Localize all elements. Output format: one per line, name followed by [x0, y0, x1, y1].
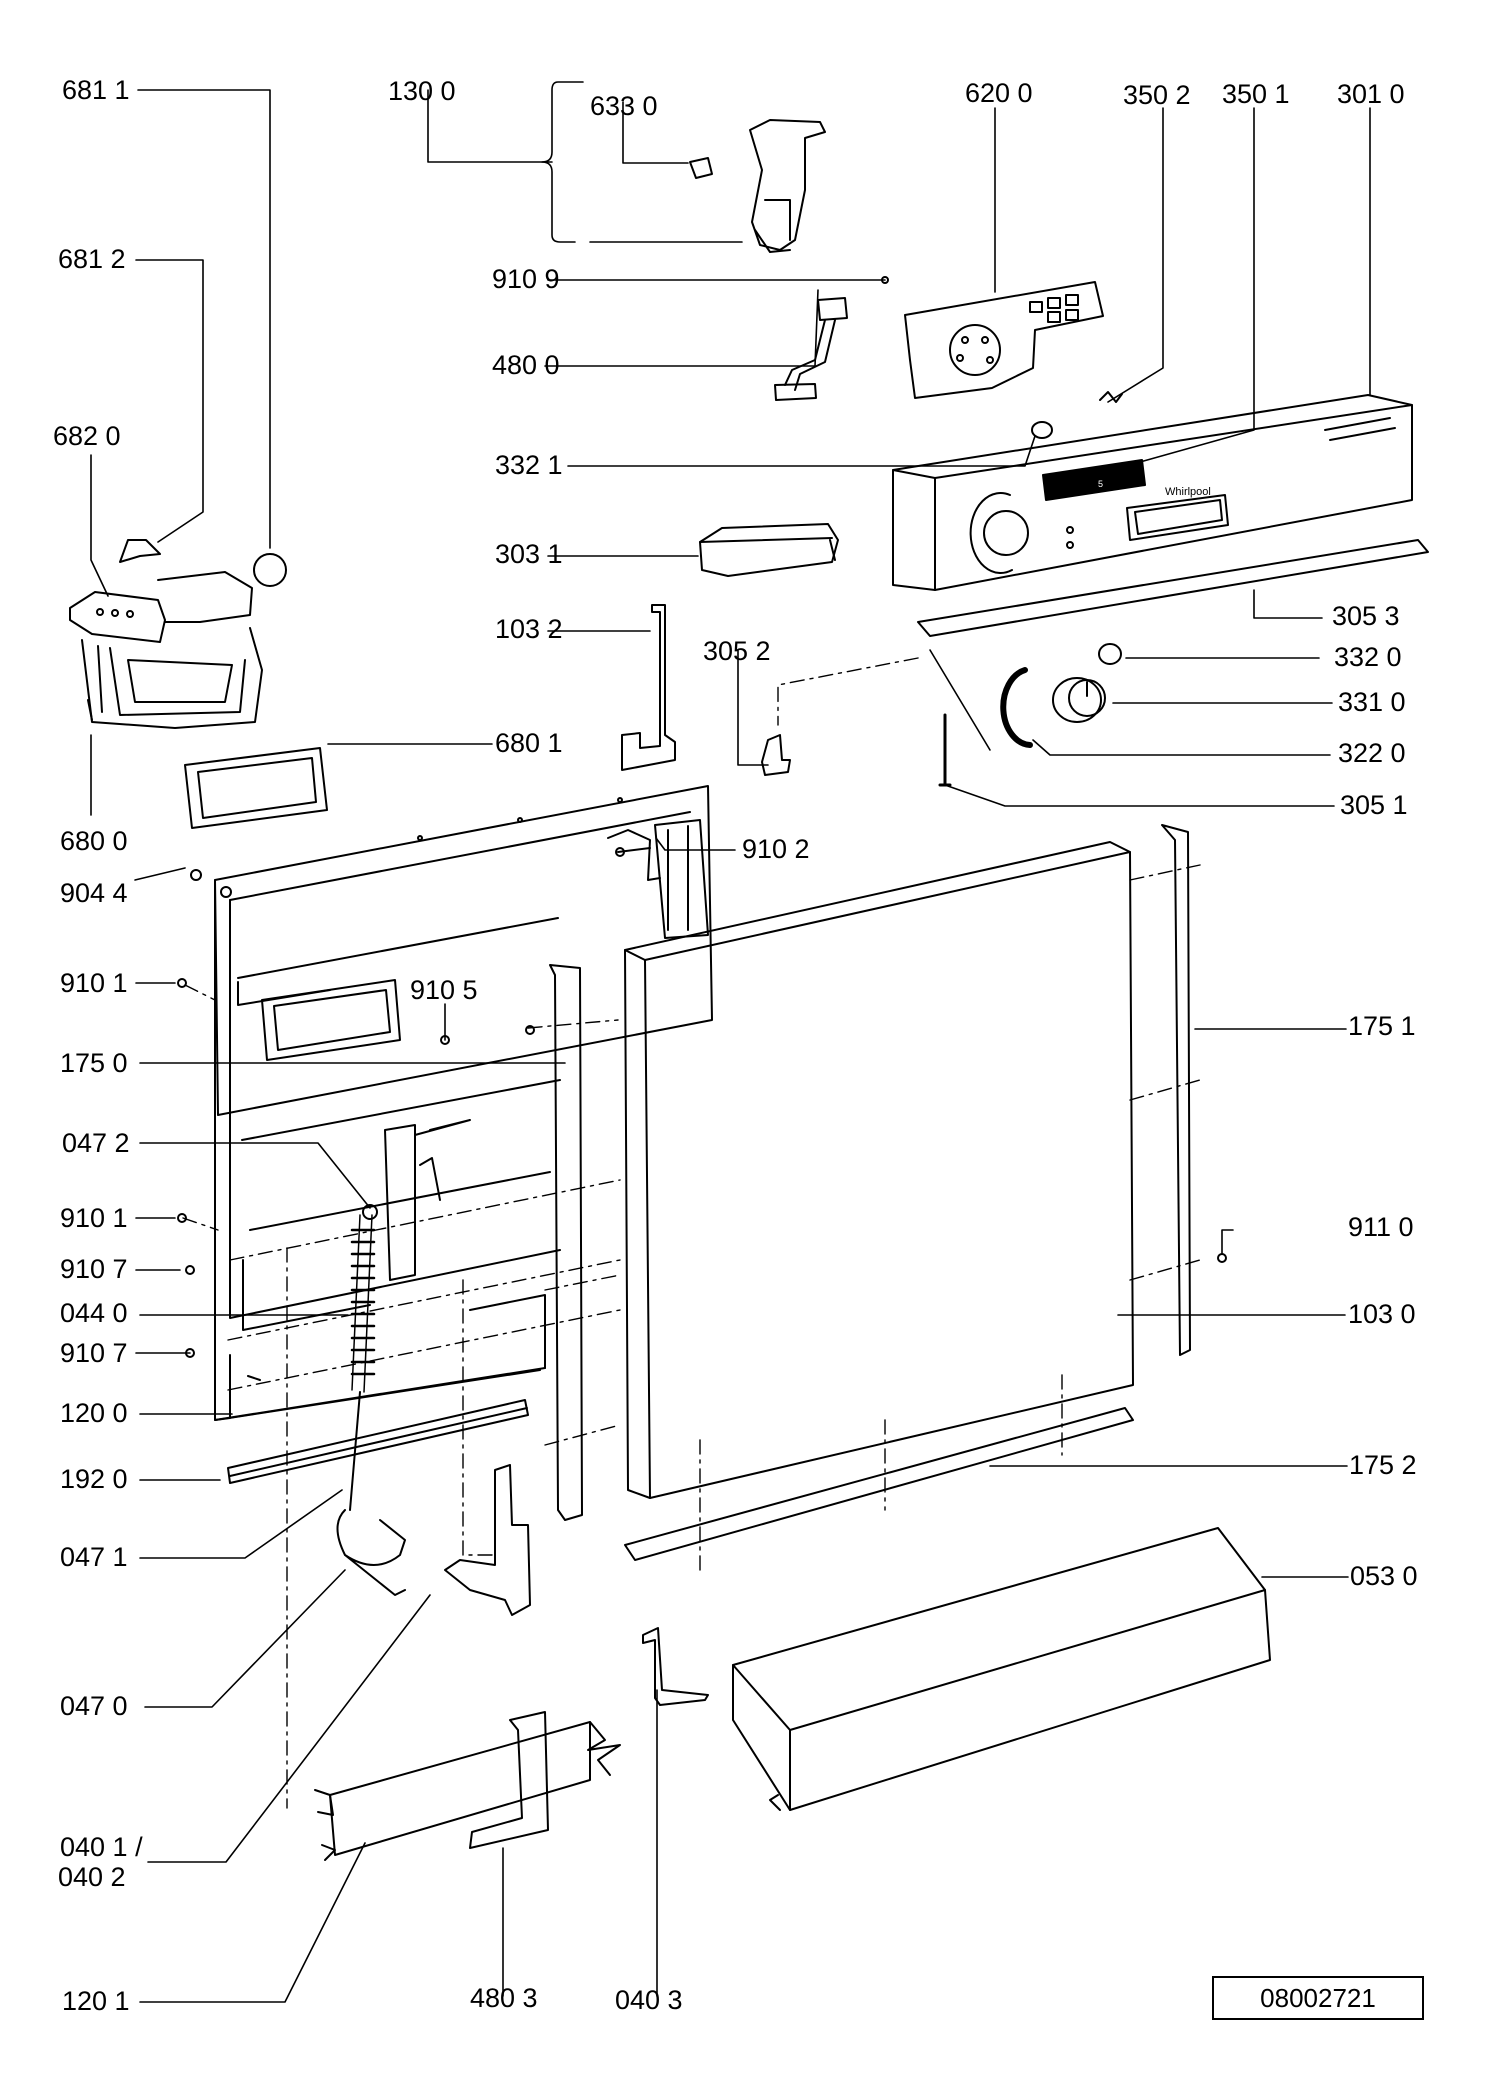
part-label: 322 0 [1338, 738, 1406, 768]
screw-904-4 [190, 869, 202, 881]
part-label: 633 0 [590, 91, 658, 121]
part-label: 130 0 [388, 76, 456, 106]
part-label: 047 2 [62, 1128, 130, 1158]
part-label: 175 2 [1349, 1450, 1417, 1480]
part-label: 103 0 [1348, 1299, 1416, 1329]
part-label: 681 1 [62, 75, 130, 105]
side-strip-175-0 [549, 964, 583, 1521]
part-label: 350 2 [1123, 80, 1191, 110]
part-label: 910 7 [60, 1338, 128, 1368]
part-label: 332 0 [1334, 642, 1402, 672]
button-332-1 [1031, 421, 1053, 439]
part-label: 301 0 [1337, 79, 1405, 109]
outer-door-103-0 [624, 841, 1134, 1499]
wire-harness-480-0 [774, 276, 889, 401]
part-label: 120 0 [60, 1398, 128, 1428]
side-strip-175-1 [1161, 824, 1191, 1356]
screw-910-5 [440, 1035, 450, 1045]
part-label: 331 0 [1338, 687, 1406, 717]
dispenser-gasket-in-door [261, 979, 401, 1061]
part-label: 681 2 [58, 244, 126, 274]
screw-910-7a [185, 1265, 195, 1275]
switch-assembly-130-0 [689, 119, 826, 253]
part-label: 910 7 [60, 1254, 128, 1284]
part-label: 303 1 [495, 539, 563, 569]
spring-clip-350-2 [1099, 391, 1123, 403]
gasket-680-1 [184, 747, 328, 829]
part-label: 910 9 [492, 264, 560, 294]
part-label: 332 1 [495, 450, 563, 480]
part-label: 175 0 [60, 1048, 128, 1078]
bottom-strip-175-2 [624, 1407, 1134, 1561]
circuit-board-620-0 [904, 281, 1104, 399]
part-label: 053 0 [1350, 1561, 1418, 1591]
screw-910-7b [185, 1348, 195, 1358]
part-label: 175 1 [1348, 1011, 1416, 1041]
screw-910-1a [177, 978, 187, 988]
foot-480-3 [469, 1711, 549, 1849]
knob-insert-332-0 [1098, 643, 1122, 665]
bracket-910-2 [607, 829, 661, 881]
part-label: 620 0 [965, 78, 1033, 108]
trim-strip-305-3 [917, 539, 1429, 637]
part-label: 103 2 [495, 614, 563, 644]
brand-mark: Whirlpool [1165, 486, 1211, 498]
part-label: 305 1 [1340, 790, 1408, 820]
foot-305-2 [761, 734, 791, 776]
display-digit: 5 [1098, 479, 1103, 489]
part-label: 904 4 [60, 878, 128, 908]
part-label: 047 0 [60, 1691, 128, 1721]
leader-lines [90, 81, 1371, 2003]
bracket-040-1 [444, 1464, 531, 1616]
part-label: 305 2 [703, 636, 771, 666]
alignment-lines [182, 657, 1201, 1809]
reference-number-box: 08002721 [1212, 1976, 1424, 2020]
part-label: 680 1 [495, 728, 563, 758]
part-label: 910 1 [60, 1203, 128, 1233]
cap-681-1 [253, 553, 287, 587]
part-label: 047 1 [60, 1542, 128, 1572]
part-label: 040 2 [58, 1862, 126, 1892]
control-panel-301-0: Whirlpool 5 [892, 394, 1413, 591]
screw-910-2 [615, 847, 625, 857]
part-label: 192 0 [60, 1464, 128, 1494]
part-label: 480 0 [492, 350, 560, 380]
part-label: 910 1 [60, 968, 128, 998]
part-label: 350 1 [1222, 79, 1290, 109]
reference-number: 08002721 [1260, 1982, 1376, 2013]
rail-192-0 [227, 1399, 529, 1484]
part-label: 040 1 / [60, 1832, 143, 1862]
part-label: 044 0 [60, 1298, 128, 1328]
detergent-dispenser-682-0 [69, 571, 263, 729]
part-label: 040 3 [615, 1985, 683, 2015]
housing-303-1 [699, 523, 839, 577]
part-label: 910 5 [410, 975, 478, 1005]
part-label: 480 3 [470, 1983, 538, 2013]
part-label: 910 2 [742, 834, 810, 864]
ring-322-0 [1000, 667, 1033, 748]
part-label: 911 0 [1348, 1212, 1414, 1242]
part-label: 682 0 [53, 421, 121, 451]
bracket-040-3 [642, 1627, 709, 1706]
part-label: 680 0 [60, 826, 128, 856]
hinge-spring-044-0 [349, 1204, 378, 1511]
knob-331-0 [1052, 677, 1106, 723]
screw-910-5b [525, 1025, 535, 1035]
clip-681-2 [119, 539, 161, 563]
bottom-trim-120-1 [314, 1721, 621, 1861]
screw-910-1b [177, 1213, 187, 1223]
part-label: 120 1 [62, 1986, 130, 2016]
part-label: 305 3 [1332, 601, 1400, 631]
inner-door-120-0 [214, 785, 713, 1421]
hook-047-1 [336, 1509, 406, 1596]
kick-plate-053-0 [732, 1527, 1271, 1811]
screw-911-0 [1217, 1253, 1227, 1263]
bracket-103-2 [621, 604, 676, 771]
screw-305-1 [938, 713, 952, 787]
